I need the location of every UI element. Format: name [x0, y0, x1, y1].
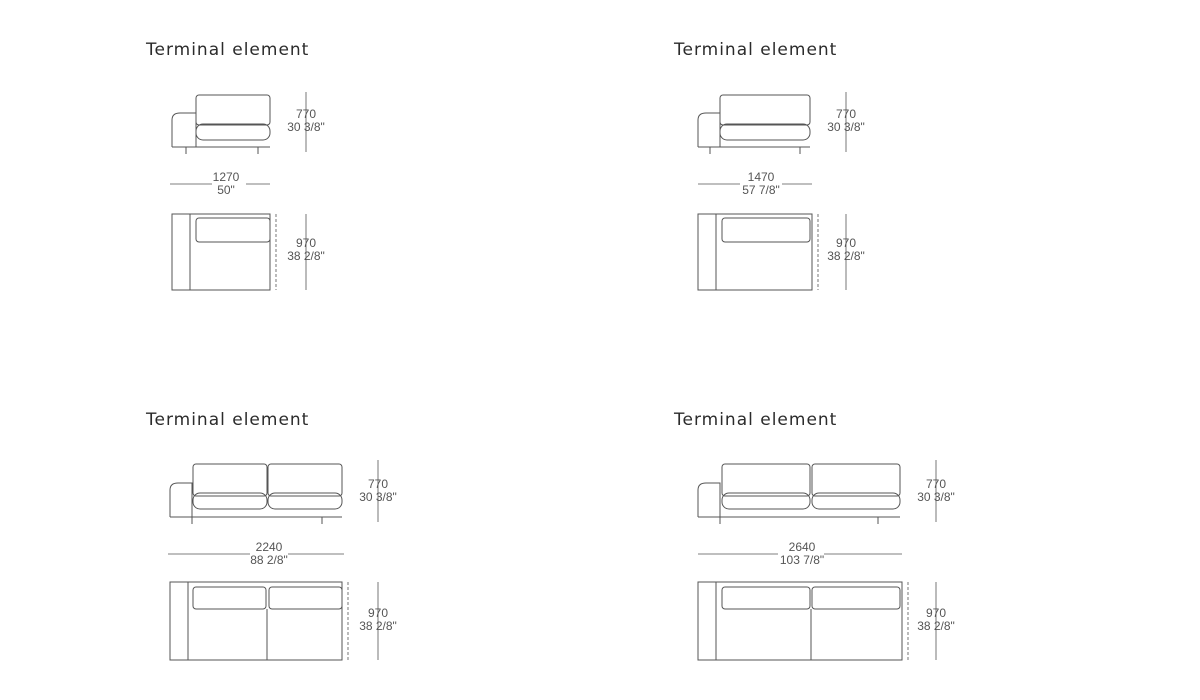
- front-seat-cushion: [811, 492, 901, 510]
- front-seat-cushion: [267, 492, 343, 510]
- sofa-drawing: [697, 92, 847, 291]
- sofa-drawing: [170, 92, 307, 291]
- panel-title: Terminal element: [146, 40, 310, 60]
- plan-back-cushion: [721, 586, 811, 610]
- front-backrest: [811, 463, 901, 497]
- front-backrest: [719, 94, 811, 126]
- front-seat-cushion: [719, 123, 811, 141]
- sofa-drawing: [168, 460, 379, 661]
- plan-outline: [169, 581, 343, 661]
- front-backrest: [195, 94, 271, 126]
- front-seat-cushion: [721, 492, 811, 510]
- front-backrest: [192, 463, 268, 497]
- front-backrest: [267, 463, 343, 497]
- plan-back-cushion: [721, 217, 811, 243]
- front-armrest: [171, 112, 197, 147]
- front-armrest: [697, 482, 721, 517]
- panel-title: Terminal element: [146, 410, 310, 430]
- plan-outline: [697, 213, 813, 291]
- front-seat-cushion: [192, 492, 268, 510]
- front-armrest: [697, 112, 721, 147]
- panel-title: Terminal element: [674, 40, 838, 60]
- front-backrest: [721, 463, 811, 497]
- plan-back-cushion: [195, 217, 271, 243]
- plan-outline: [171, 213, 271, 291]
- front-seat-cushion: [195, 123, 271, 141]
- plan-back-cushion: [268, 586, 343, 610]
- sofa-drawing: [697, 460, 937, 661]
- plan-outline: [697, 581, 903, 661]
- panel-title: Terminal element: [674, 410, 838, 430]
- plan-back-cushion: [811, 586, 901, 610]
- front-armrest: [169, 482, 193, 517]
- plan-back-cushion: [192, 586, 267, 610]
